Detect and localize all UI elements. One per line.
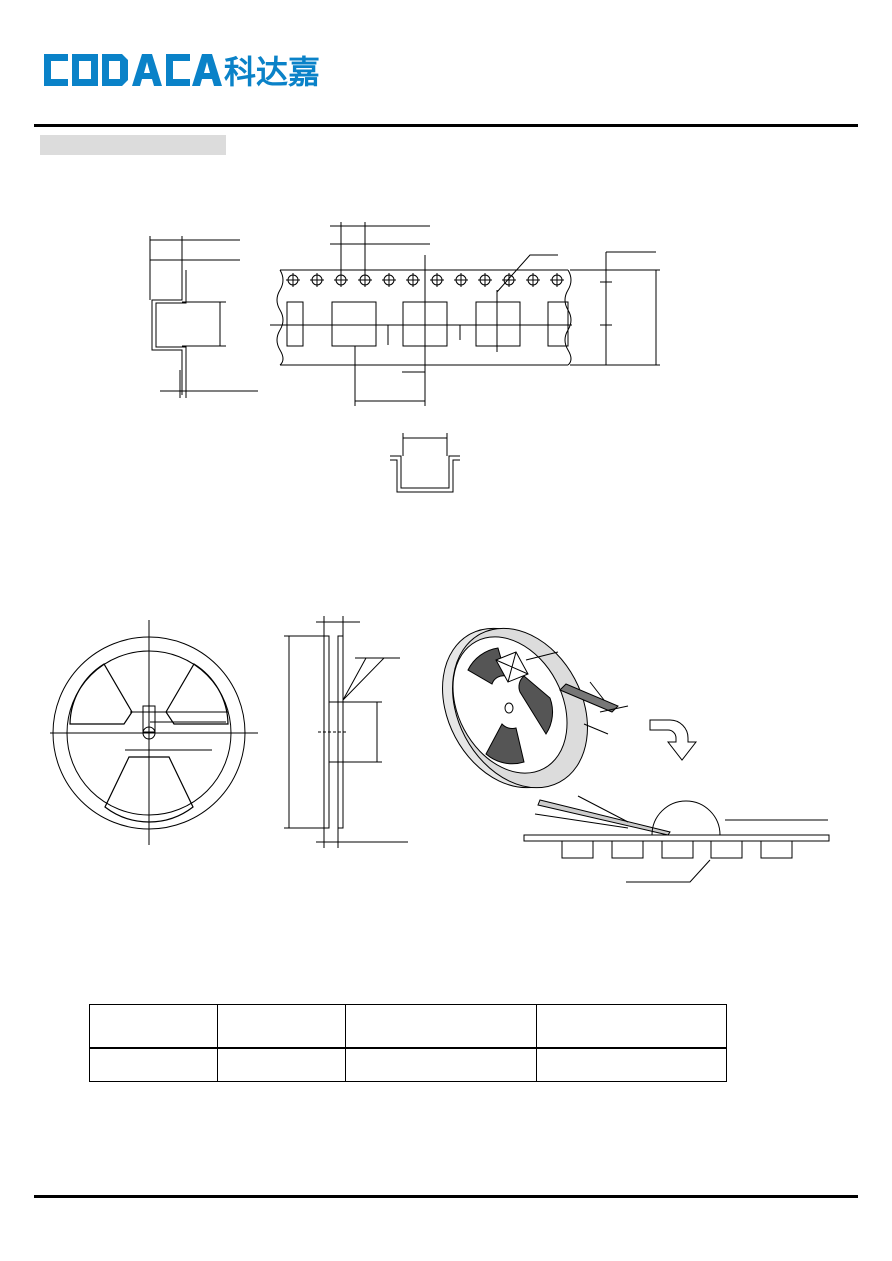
pocket-section (390, 433, 460, 493)
table-cell (345, 1047, 537, 1082)
table-header-row (89, 1004, 727, 1049)
codaca-logo: 科达嘉 (40, 50, 326, 90)
header-rule (34, 124, 858, 127)
spec-table (89, 1004, 727, 1082)
table-header-cell (217, 1004, 346, 1049)
logo-cjk: 科达嘉 (224, 53, 320, 90)
reel-peel-diagram (442, 627, 698, 789)
tape-cross-section (149, 236, 258, 398)
table-row (89, 1047, 727, 1082)
carrier-tape (270, 222, 660, 406)
table-header-cell (345, 1004, 537, 1049)
peel-strip (523, 795, 830, 883)
table-header-cell (536, 1004, 727, 1049)
footer-rule (34, 1195, 858, 1198)
logo-latin-mark (44, 54, 222, 86)
table-header-cell (89, 1004, 218, 1049)
tape-pockets (286, 301, 569, 347)
sprocket-holes (286, 273, 564, 287)
table-cell (536, 1047, 727, 1082)
table-cell (89, 1047, 218, 1082)
reel-side-view (284, 616, 408, 848)
reel-front-view (50, 620, 258, 845)
section-heading-tab (40, 135, 226, 155)
table-cell (217, 1047, 346, 1082)
